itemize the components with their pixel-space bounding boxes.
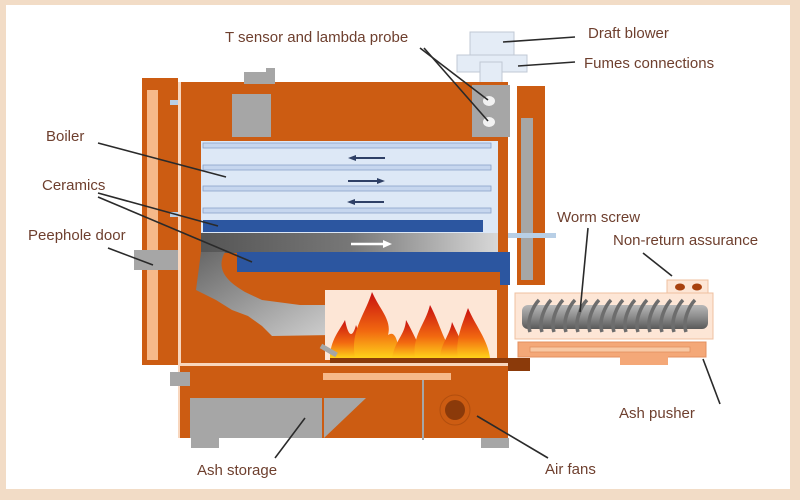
- screw-coil: [623, 298, 637, 333]
- tube-1: [202, 142, 492, 149]
- label-air-fans: Air fans: [545, 461, 596, 478]
- screw-coil: [659, 298, 673, 333]
- top-gray-block: [232, 94, 271, 137]
- flue-gas-arrow: [351, 240, 392, 248]
- leader-lines: [97, 36, 721, 459]
- flue-gas-channel: [201, 233, 498, 253]
- screw-coil: [587, 298, 601, 333]
- screw-coil: [575, 298, 589, 333]
- right-panel-insert: [521, 118, 533, 280]
- ash-storage-ramp: [324, 398, 366, 438]
- air-fan: [445, 400, 465, 420]
- screw-coil: [635, 298, 649, 333]
- screw-coil: [551, 298, 565, 333]
- top-knob-stem: [266, 68, 275, 84]
- flames: [330, 292, 490, 358]
- label-boiler: Boiler: [46, 128, 84, 145]
- label-worm-screw: Worm screw: [557, 209, 640, 226]
- connecting-rod: [508, 233, 556, 238]
- peephole: [134, 250, 184, 270]
- body-divider: [180, 363, 508, 366]
- screw-coil: [611, 298, 625, 333]
- label-draft-blower: Draft blower: [588, 25, 669, 42]
- tube-4: [202, 207, 492, 214]
- label-peephole-door: Peephole door: [28, 227, 126, 244]
- door-insulation: [147, 90, 158, 360]
- screw-coil: [527, 298, 541, 333]
- foot-left: [191, 438, 219, 448]
- body-edge: [178, 82, 181, 438]
- ceramics-lower: [237, 252, 510, 285]
- label-ash-pusher: Ash pusher: [619, 405, 695, 422]
- flow-arrow-right: [348, 178, 385, 184]
- label-fumes-connections: Fumes connections: [584, 55, 714, 72]
- ash-storage: [190, 398, 322, 438]
- screw-coil: [647, 298, 661, 333]
- ash-pusher-tab: [620, 356, 668, 365]
- label-t-sensor: T sensor and lambda probe: [225, 29, 408, 46]
- non-return-hole-1: [675, 283, 685, 291]
- flue-pipe: [479, 61, 503, 85]
- screw-coil: [683, 298, 697, 333]
- draft-blower: [469, 31, 515, 57]
- non-return-hole-2: [692, 283, 702, 291]
- worm-screw-spiral: [527, 298, 697, 333]
- flow-arrow-left-2: [347, 199, 384, 205]
- label-ceramics: Ceramics: [42, 177, 105, 194]
- bracket-left: [170, 372, 190, 386]
- tube-3: [202, 185, 492, 192]
- tube-2: [202, 164, 492, 171]
- smoke-path: [196, 252, 332, 336]
- screw-coil: [599, 298, 613, 333]
- screw-coil: [671, 298, 685, 333]
- label-ash-storage: Ash storage: [197, 462, 277, 479]
- screw-coil: [563, 298, 577, 333]
- grate-bar: [319, 343, 338, 358]
- air-plate: [323, 373, 451, 380]
- screw-coil: [539, 298, 553, 333]
- foot-right: [481, 438, 509, 448]
- flow-arrow-left-1: [348, 155, 385, 161]
- ash-pusher-rod: [529, 346, 691, 353]
- ceramics-upper: [203, 220, 483, 232]
- label-non-return: Non-return assurance: [613, 232, 758, 249]
